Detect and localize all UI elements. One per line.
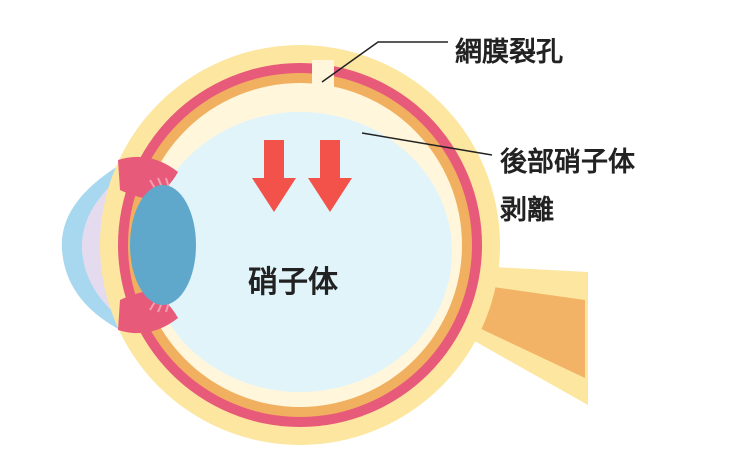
arrow-down-left: [252, 140, 296, 212]
arrow-down-right: [308, 140, 352, 212]
label-posterior-vitreous-detachment-line2: 剥離: [500, 195, 554, 226]
leader-line-pvd: [361, 132, 493, 156]
label-posterior-vitreous-detachment-line1: 後部硝子体: [500, 147, 635, 178]
retinal-tear: [312, 60, 334, 94]
leader-line-tear: [321, 41, 448, 83]
label-vitreous-body: 硝子体: [248, 265, 338, 300]
label-retinal-tear: 網膜裂孔: [455, 37, 563, 68]
vitreous-body: [148, 112, 452, 392]
lens: [130, 185, 196, 305]
